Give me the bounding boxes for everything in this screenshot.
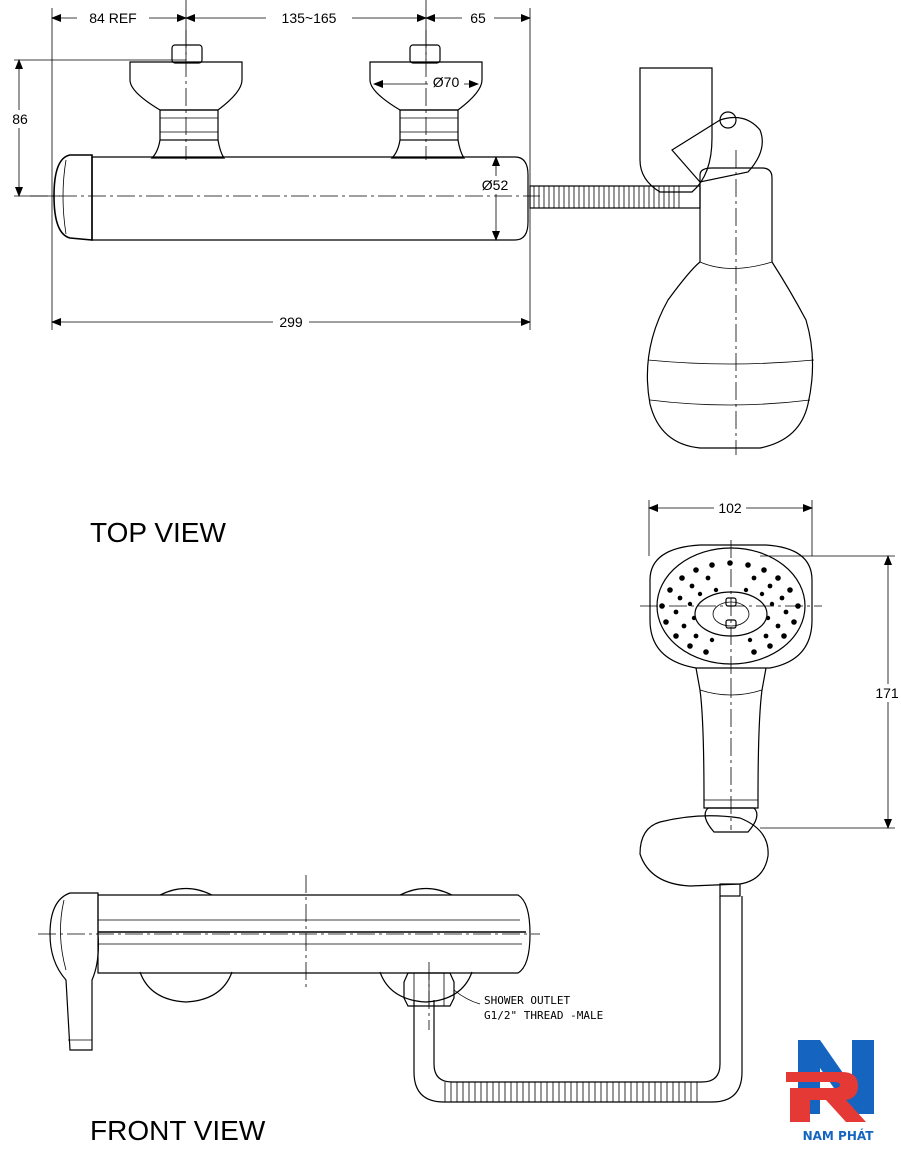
dim-spacing: 135~165 xyxy=(282,10,337,26)
dim-flange-dia: Ø70 xyxy=(433,74,460,90)
callout-line1: SHOWER OUTLET xyxy=(484,994,570,1007)
dim-ref: 84 REF xyxy=(89,10,136,26)
dim-head-height: 171 xyxy=(875,685,899,701)
brand-name: NAM PHÁT xyxy=(803,1128,875,1143)
hand-shower-top xyxy=(646,150,815,455)
front-view-label: FRONT VIEW xyxy=(90,1115,266,1146)
dim-height: 86 xyxy=(12,111,28,127)
top-view-label: TOP VIEW xyxy=(90,517,226,548)
brand-logo: NAM PHÁT xyxy=(786,1040,874,1143)
hose-top xyxy=(529,185,701,209)
dim-length: 299 xyxy=(279,314,303,330)
callout-line2: G1/2" THREAD -MALE xyxy=(484,1009,603,1022)
front-view xyxy=(38,875,540,1051)
dim-body-dia: Ø52 xyxy=(482,177,509,193)
top-view: 84 REF 135~165 65 86 Ø70 xyxy=(4,0,815,455)
dim-head-width: 102 xyxy=(718,500,742,516)
hose-front xyxy=(413,896,743,1103)
shower-head-view: 102 171 xyxy=(639,499,901,897)
nozzle-dots xyxy=(659,560,801,655)
dim-outlet: 65 xyxy=(470,10,486,26)
